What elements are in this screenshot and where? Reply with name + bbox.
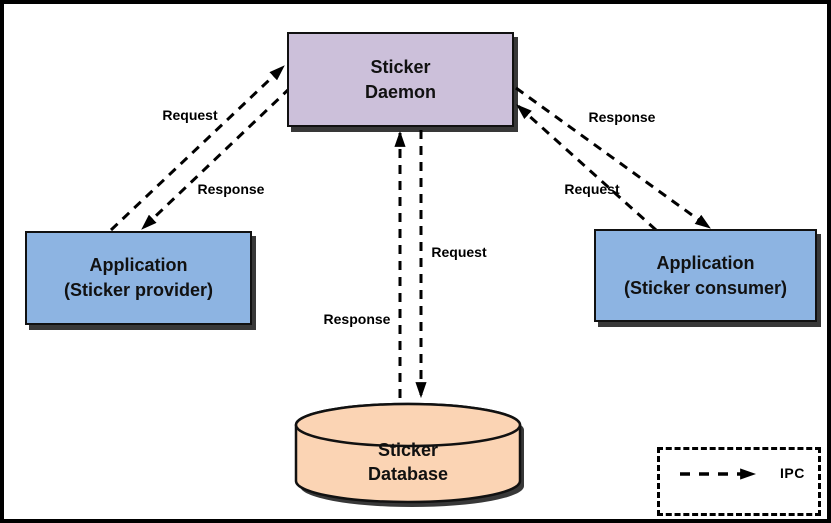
edge-label-consumer-request: Request: [564, 181, 620, 197]
node-app-consumer-label-line2: (Sticker consumer): [623, 277, 788, 298]
edge-label-database-request: Request: [431, 244, 487, 260]
provider-request-arrow: [109, 64, 286, 232]
provider-response-arrow: [140, 86, 292, 231]
consumer-response-arrow: [515, 86, 711, 230]
node-sticker-database-label-line1: Sticker: [377, 440, 439, 460]
edge-label-consumer-response: Response: [588, 109, 656, 125]
node-sticker-daemon-label-line2: Daemon: [364, 81, 436, 102]
node-sticker-database-label-line2: Database: [367, 464, 449, 484]
legend-ipc-label: IPC: [780, 465, 805, 481]
legend-box: [657, 447, 821, 516]
database-cylinder: [294, 402, 524, 507]
node-app-consumer: Application (Sticker consumer): [594, 229, 817, 322]
node-app-provider-label-line1: Application: [89, 255, 188, 275]
database-cylinder-top: [294, 402, 522, 448]
node-sticker-database-label: Sticker Database: [296, 434, 520, 490]
edge-label-provider-request: Request: [162, 107, 218, 123]
edge-label-provider-response: Response: [197, 181, 265, 197]
node-sticker-daemon: Sticker Daemon: [287, 32, 514, 127]
connector-layer: [109, 64, 757, 507]
node-app-provider-label-line2: (Sticker provider): [63, 280, 214, 300]
edge-label-database-response: Response: [323, 311, 391, 327]
node-app-consumer-label-line1: Application: [656, 252, 755, 273]
node-app-provider: Application (Sticker provider): [25, 231, 252, 325]
node-sticker-daemon-label-line1: Sticker: [370, 56, 431, 77]
